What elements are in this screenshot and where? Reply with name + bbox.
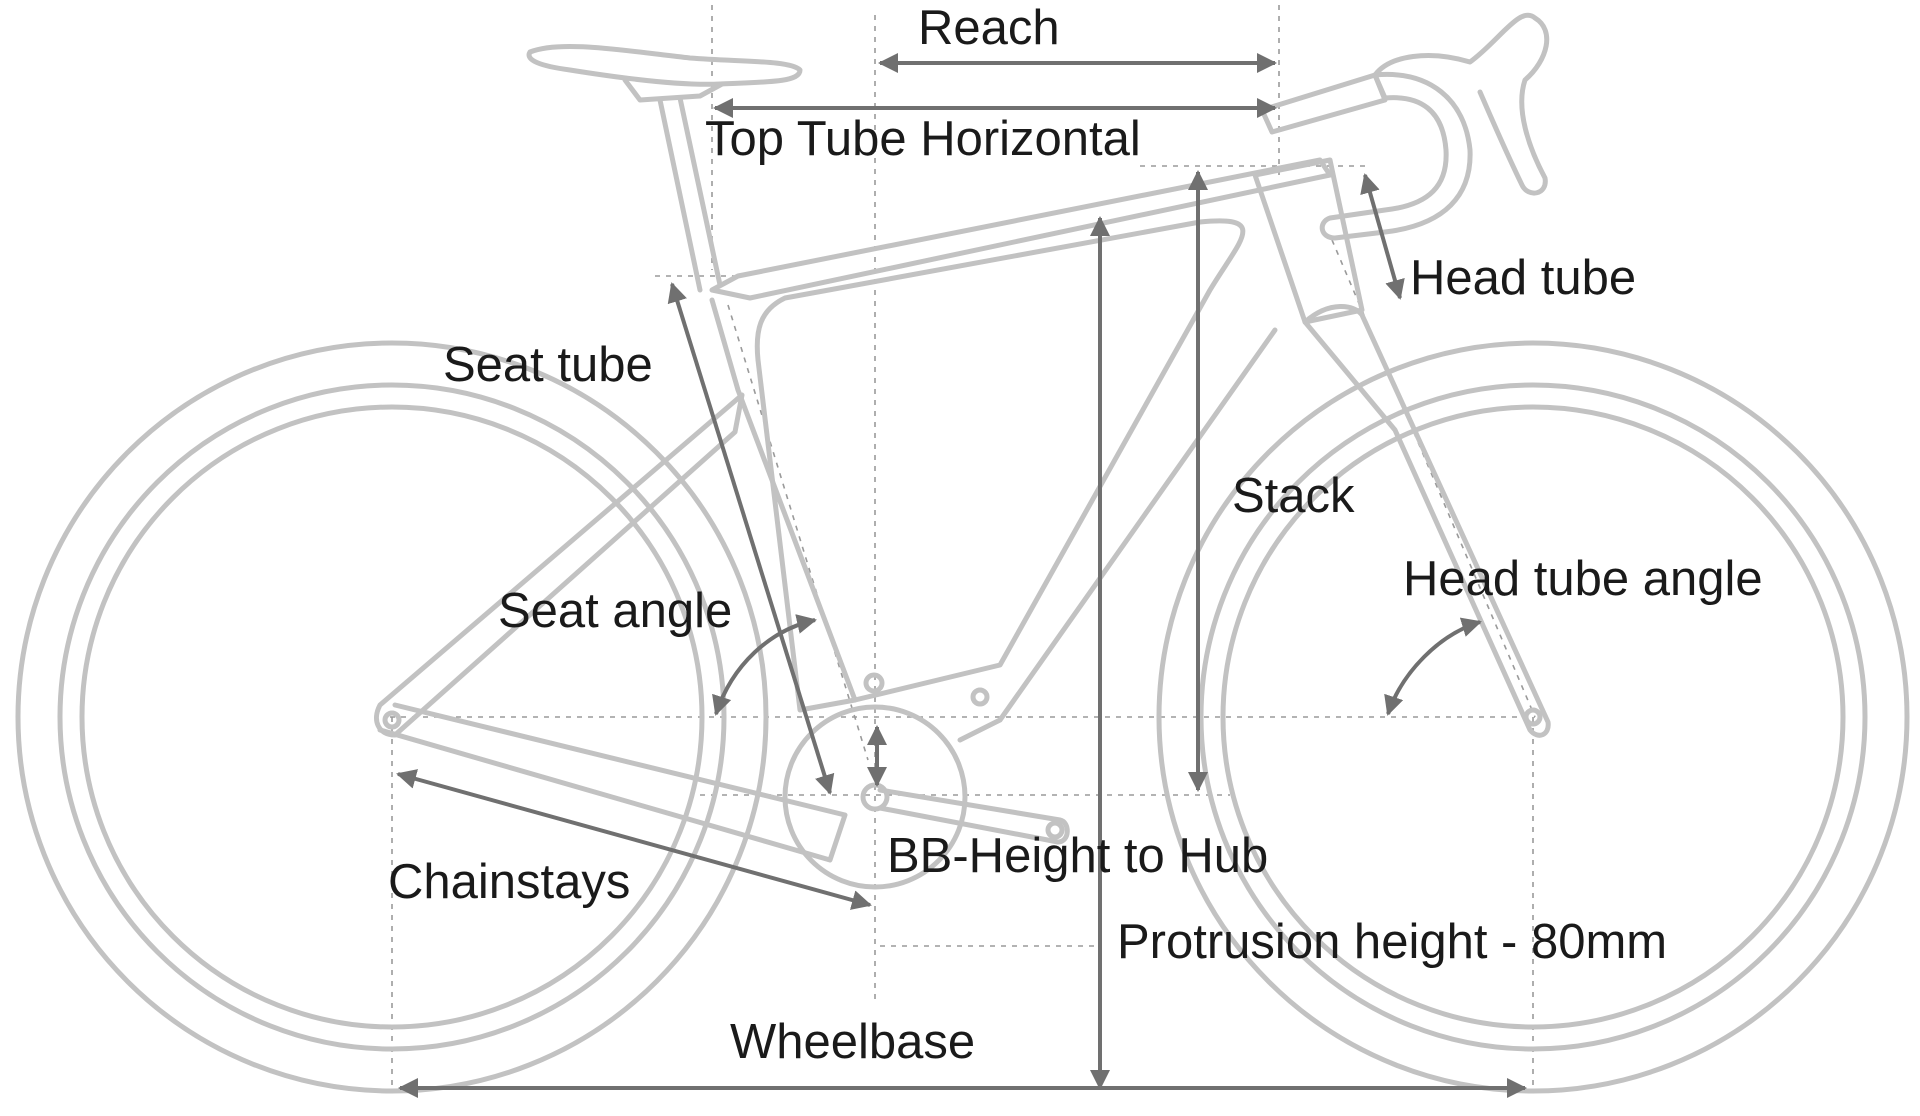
stem: [1259, 72, 1388, 135]
label-protrusion-height: Protrusion height - 80mm: [1117, 915, 1667, 969]
fork: [1302, 304, 1551, 738]
guide-steering-axis: [1331, 239, 1536, 718]
dimension-arrows: [396, 53, 1527, 1098]
label-seat-angle: Seat angle: [498, 584, 732, 638]
crank-arm: [877, 787, 1070, 845]
bike-frame: [374, 12, 1551, 890]
top-tube-outer: [709, 157, 1333, 301]
down-tube: [957, 327, 1278, 743]
saddle: [526, 43, 803, 87]
label-seat-tube: Seat tube: [443, 338, 653, 392]
label-head-tube-angle: Head tube angle: [1403, 552, 1763, 606]
head-tube: [1252, 157, 1365, 325]
label-chainstays: Chainstays: [388, 855, 630, 909]
seat-post: [657, 95, 723, 293]
head-tube-arrow: [1360, 173, 1405, 300]
handlebar-drop: [1319, 71, 1473, 241]
saddle-rails: [622, 77, 725, 103]
crank-pedal-bolt: [1045, 820, 1065, 840]
brake-lever: [1372, 12, 1550, 196]
pivot-bolt: [863, 672, 885, 694]
head-tube-angle-arc-arrow: [1384, 617, 1482, 716]
label-head-tube: Head tube: [1410, 251, 1636, 305]
label-top-tube-horizontal: Top Tube Horizontal: [705, 112, 1141, 166]
seat-angle-arc-arrow: [712, 614, 817, 716]
label-stack: Stack: [1232, 469, 1355, 523]
label-wheelbase: Wheelbase: [730, 1015, 975, 1069]
frame-bolt: [970, 687, 990, 707]
chainstays: [377, 702, 848, 863]
chainstays-arrow: [396, 769, 872, 910]
label-bb-height-to-hub: BB-Height to Hub: [887, 829, 1268, 883]
dimension-labels: Reach Top Tube Horizontal Head tube Seat…: [388, 1, 1763, 1069]
seat-tube-arrow: [667, 282, 835, 795]
label-reach: Reach: [918, 1, 1060, 55]
rear-axle: [382, 710, 402, 730]
front-axle: [1523, 707, 1543, 727]
